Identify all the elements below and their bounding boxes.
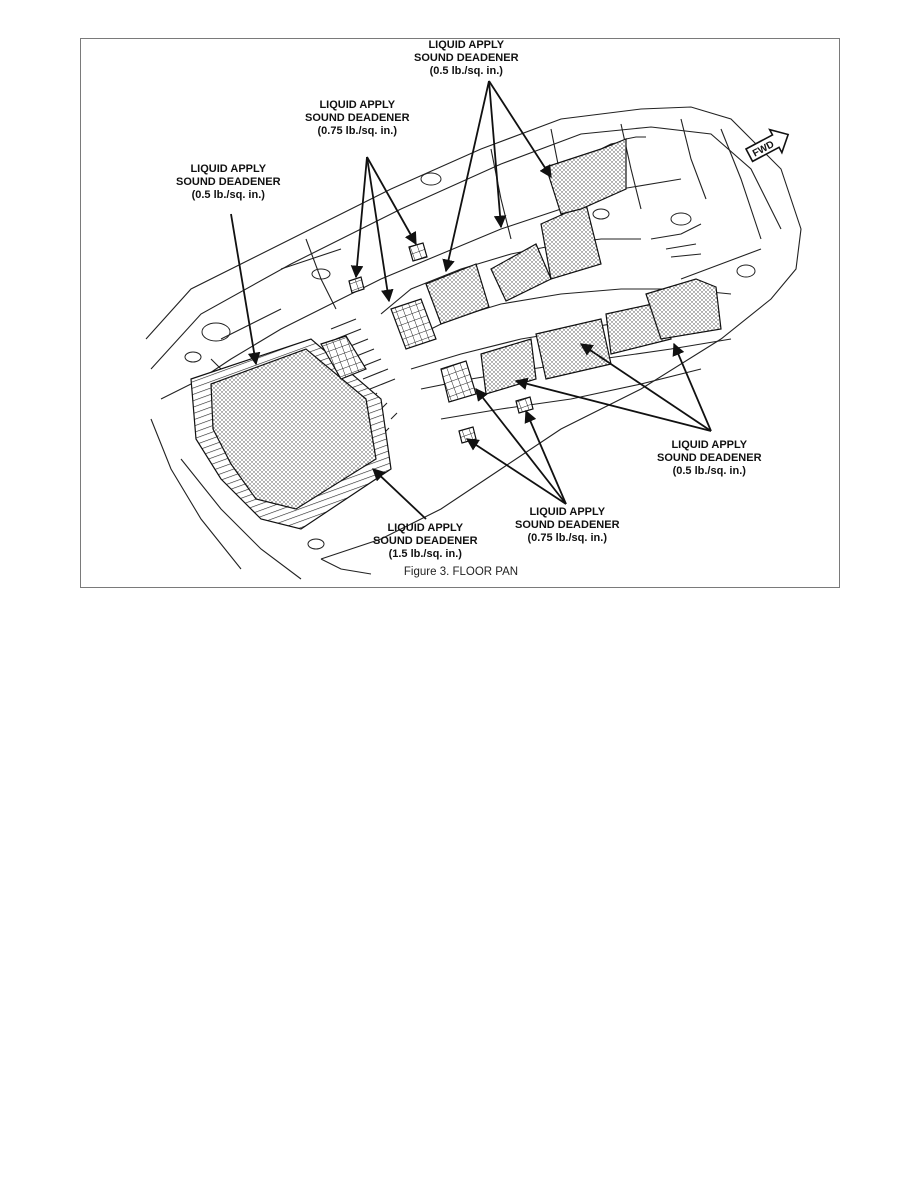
fwd-arrow-icon: FWD <box>744 128 790 163</box>
figure-caption: Figure 3. FLOOR PAN <box>403 566 519 578</box>
patch-right-row-2 <box>535 318 612 380</box>
floor-pan-diagram: FWD <box>145 80 802 580</box>
patch-small-2 <box>408 242 428 262</box>
patch-large-rear-inner <box>210 348 377 510</box>
deadener-patches <box>190 138 722 530</box>
patch-front-right <box>645 278 722 340</box>
patch-small-1 <box>348 276 365 294</box>
patch-center-3 <box>540 203 602 280</box>
patch-small-3 <box>458 426 477 444</box>
leader-arrows <box>230 80 712 520</box>
patch-rear-grid-mid <box>320 335 367 380</box>
patch-front-upper <box>545 138 627 215</box>
patch-small-4 <box>515 396 534 414</box>
patch-lower-grid <box>440 360 477 403</box>
patch-center-2 <box>490 243 552 302</box>
patch-rear-mid-left <box>390 298 437 350</box>
patch-center-1 <box>425 263 490 325</box>
